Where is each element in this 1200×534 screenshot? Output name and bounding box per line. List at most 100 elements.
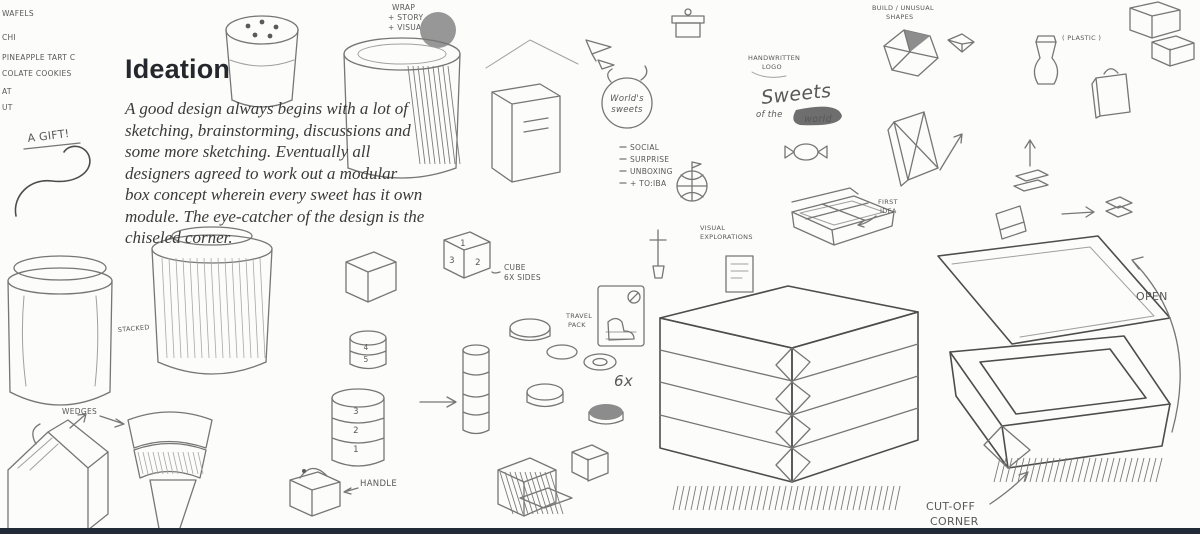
- sketch-build-unusual-label: BUILD / UNUSUAL SHAPES: [872, 4, 934, 21]
- sketch-chisel-box: [887, 111, 939, 187]
- idea-text: IDEA: [880, 207, 897, 215]
- six-sides-text: 6X SIDES: [504, 273, 541, 282]
- left-list-item: AT: [2, 87, 12, 96]
- visual-expl-text-1: VISUAL: [700, 224, 725, 232]
- sketch-open-arrow: OPEN: [1131, 256, 1181, 433]
- left-list-item: CHI: [2, 33, 16, 42]
- unboxing-text: UNBOXING: [630, 167, 673, 176]
- sketch-handle-label: HANDLE: [343, 479, 397, 495]
- sketch-dark-circle: [420, 12, 456, 48]
- sketch-worlds-sweets-badge: World's sweets: [601, 65, 653, 129]
- sketch-a-gift-label: A GIFT!: [23, 127, 81, 150]
- sketch-jar: [7, 255, 113, 406]
- sketch-travel-label: TRAVEL PACK: [565, 312, 592, 329]
- toriba-text: + TO:IBA: [630, 179, 667, 188]
- sketch-cube-sides-label: CUBE 6X SIDES: [491, 263, 541, 282]
- handwritten-text: HANDWRITTEN: [748, 54, 800, 62]
- wedges-arrow: [99, 415, 125, 428]
- digit-3b: 3: [353, 407, 359, 417]
- digit-3: 3: [449, 256, 455, 266]
- sketch-gem: [883, 29, 939, 77]
- sketch-card: [725, 255, 754, 293]
- sketch-left-list: WAFELS CHI PINEAPPLE TART C COLATE COOKI…: [2, 9, 75, 112]
- sketch-dotted-cylinder: [225, 15, 299, 108]
- sketch-script-logo: HANDWRITTEN LOGO Sweets of the world: [748, 54, 842, 126]
- surprise-text: SURPRISE: [630, 155, 669, 164]
- open-text: OPEN: [1136, 290, 1168, 303]
- sketch-corner-cubes: [1129, 1, 1195, 67]
- sketch-keyword-list: SOCIAL SURPRISE UNBOXING + TO:IBA: [619, 143, 673, 188]
- sketch-discs: [509, 318, 624, 425]
- text-block: Ideation A good design always begins wit…: [125, 54, 425, 249]
- sketch-paper-planes: [585, 39, 615, 70]
- sweets-text: sweets: [611, 105, 643, 115]
- logo-text: LOGO: [762, 63, 782, 71]
- sketch-big-cylinder: [343, 37, 461, 179]
- left-list-item: UT: [2, 103, 13, 112]
- sketch-gem-stack: [1105, 196, 1133, 218]
- section-title: Ideation: [125, 54, 231, 84]
- cut-off-text: CUT-OFF: [926, 500, 975, 513]
- sketch-gem-small: [947, 33, 975, 53]
- sketch-tray: [791, 187, 895, 246]
- modular-box-shadow: [672, 485, 901, 511]
- sketch-house-box: [7, 419, 109, 531]
- sketch-globe: [676, 161, 708, 202]
- sketch-wrap-story-label: WRAP + STORY + VISUAL: [388, 3, 426, 32]
- a-gift-text: A GIFT!: [27, 127, 70, 145]
- sketch-squiggle: [14, 145, 91, 217]
- left-list-item: COLATE COOKIES: [2, 69, 72, 78]
- sketch-numbered-cylinder: 3 2 1: [331, 388, 385, 467]
- sketch-small-cube: [571, 444, 609, 482]
- sketch-cutoff-label: CUT-OFF CORNER: [926, 471, 1029, 528]
- six-x-text: 6x: [614, 372, 633, 390]
- sketch-monument: [649, 229, 667, 279]
- world-text: world: [804, 114, 832, 125]
- sketch-phone: [597, 285, 645, 347]
- sketch-cube-numbered: 1 3 2: [443, 231, 491, 279]
- sketch-visual-explorations-label: VISUAL EXPLORATIONS: [700, 224, 753, 241]
- stacked-label: STACKED: [117, 323, 150, 334]
- bottom-dark-bar: [0, 528, 1200, 534]
- visual-text: + VISUAL: [388, 23, 426, 32]
- corner-text: CORNER: [930, 515, 979, 528]
- sketch-gift-box: [671, 8, 705, 38]
- sketch-arrow-right: [1061, 206, 1095, 218]
- sketch-jar-2: [151, 226, 273, 375]
- cube-text: CUBE: [504, 263, 526, 272]
- pack-text: PACK: [568, 321, 586, 329]
- worlds-text: World's: [610, 94, 644, 104]
- sketch-slices: [995, 139, 1049, 240]
- left-list-item: PINEAPPLE TART C: [2, 53, 75, 62]
- visual-expl-text-2: EXPLORATIONS: [700, 233, 753, 241]
- travel-text: TRAVEL: [565, 312, 592, 320]
- sketch-cube-cluster: [497, 457, 573, 517]
- digit-5: 5: [363, 355, 368, 364]
- open-box-shadow: [993, 457, 1163, 483]
- sketch-cube-grid: [345, 251, 397, 303]
- digit-2: 2: [475, 258, 481, 268]
- digit-1b: 1: [353, 445, 359, 455]
- sketch-handle-box: [289, 467, 341, 517]
- sweets-script-text: Sweets: [760, 80, 832, 109]
- underline: [23, 142, 81, 150]
- sketch-arrow-house: [32, 413, 87, 445]
- sketch-arrow-up-right: [939, 133, 963, 171]
- digit-2b: 2: [353, 426, 359, 436]
- sketch-open-box: [937, 235, 1171, 469]
- social-text: SOCIAL: [630, 143, 660, 152]
- of-the-text: of the: [756, 110, 783, 120]
- story-text: + STORY: [388, 13, 423, 22]
- cylinder-shading: [407, 65, 461, 165]
- left-list-item: WAFELS: [2, 9, 34, 18]
- sketch-candy: [784, 143, 828, 161]
- wedge-hatching: [137, 451, 204, 475]
- sketch-arrow-mid: [419, 396, 457, 408]
- wrap-text: WRAP: [392, 3, 415, 12]
- sketch-modular-box: [659, 285, 919, 483]
- section-paragraph: A good design always begins with a lot o…: [125, 99, 425, 248]
- plastic-text: ( PLASTIC ): [1062, 34, 1101, 42]
- build-unusual-text: BUILD / UNUSUAL: [872, 4, 934, 12]
